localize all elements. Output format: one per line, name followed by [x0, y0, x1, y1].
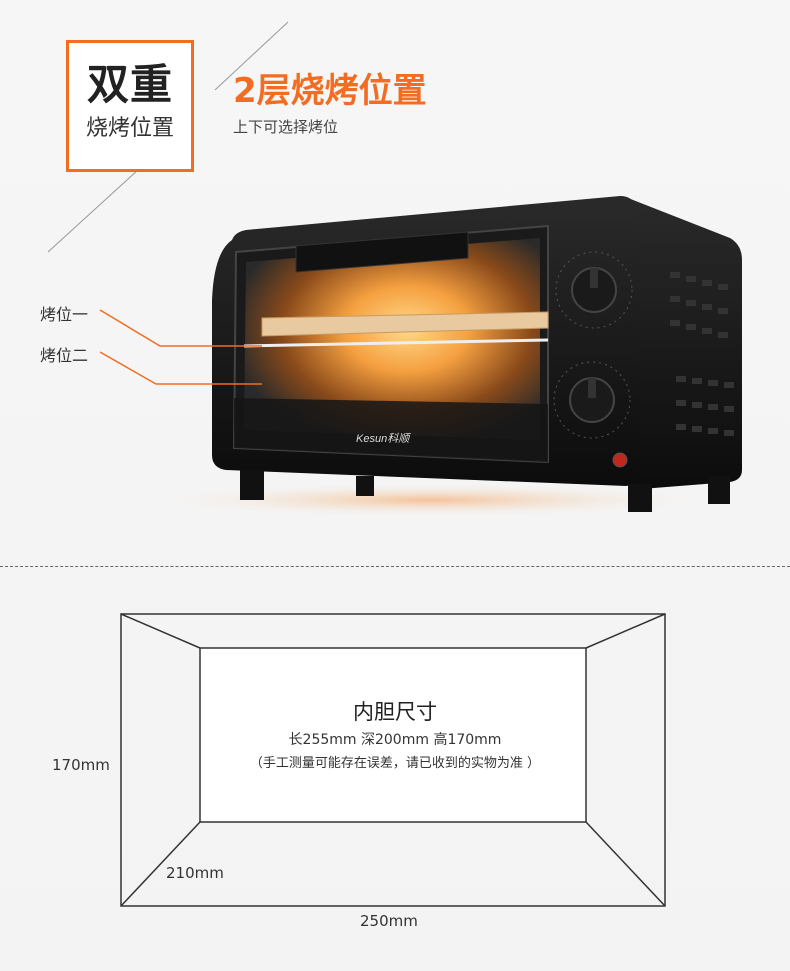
side-vents — [670, 272, 734, 436]
wire-rack — [243, 338, 549, 348]
position-one-label: 烤位一 — [40, 305, 89, 324]
position-one-leader — [99, 309, 262, 347]
oven-side-panel — [628, 198, 742, 490]
oven-foot — [628, 484, 652, 512]
outer-frame — [120, 613, 666, 907]
oven-foot — [356, 476, 374, 496]
headline-title: 2层烧烤位置 — [233, 71, 427, 111]
diagram-title: 内胆尺寸 — [353, 700, 437, 724]
position-two-label: 烤位二 — [40, 346, 89, 365]
diagram-note: （手工测量可能存在误差，请已收到的实物为准 ） — [249, 756, 541, 771]
inner-frame — [199, 647, 587, 823]
dual-position-badge: 双重 烧烤位置 — [66, 40, 194, 172]
oven-illustration — [99, 196, 742, 518]
diagram-dimensions: 长255mm 深200mm 高170mm — [288, 732, 502, 748]
temperature-dial-scale — [555, 251, 633, 329]
oven-foot — [708, 476, 730, 504]
oven-interior-glow — [244, 238, 540, 440]
baking-tray — [261, 311, 549, 337]
position-two-leader — [99, 351, 262, 385]
brand-logo: Kesun科顺 — [356, 433, 410, 445]
badge-main-text: 双重 — [86, 60, 173, 109]
height-label: 170mm — [52, 756, 110, 774]
timer-dial-scale — [553, 361, 631, 439]
oven-handle — [295, 231, 469, 273]
depth-label: 210mm — [166, 864, 224, 882]
badge-sub-text: 烧烤位置 — [85, 116, 174, 141]
indicator-light — [612, 452, 628, 468]
width-label: 250mm — [360, 912, 418, 930]
section-divider — [0, 566, 790, 567]
oven-foot — [240, 470, 264, 500]
headline-subtitle: 上下可选择烤位 — [233, 118, 339, 136]
